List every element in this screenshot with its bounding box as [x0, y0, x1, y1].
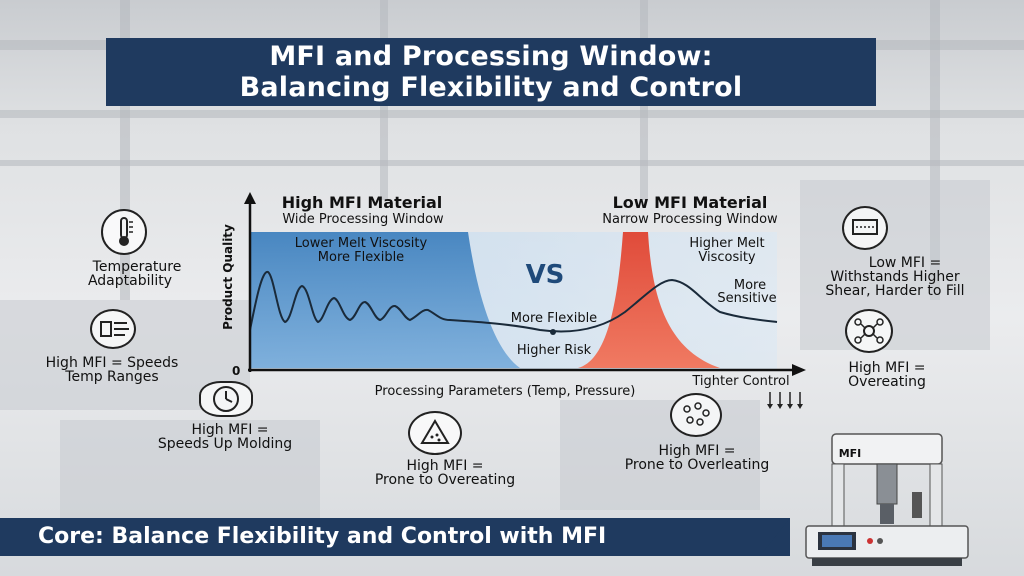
callout-lowmfi-3: Shear, Harder to Fill: [825, 283, 965, 299]
vs-label: VS: [525, 260, 565, 290]
balance-point: [550, 329, 556, 335]
speed-lines-icon: [90, 309, 136, 349]
callout-overeat-2: Overeating: [848, 374, 926, 390]
control-note: Tighter Control: [692, 374, 790, 389]
callout-overleat-1: High MFI =: [658, 443, 736, 459]
clock-icon: [199, 381, 253, 417]
callout-lowmfi-1: Low MFI =: [868, 255, 942, 271]
right-header: Low MFI Material: [612, 193, 768, 212]
callout-speeds-1: High MFI = Speeds: [45, 355, 179, 371]
footer-banner: Core: Balance Flexibility and Control wi…: [0, 518, 790, 556]
left-subheader: Wide Processing Window: [282, 212, 444, 227]
warning-heat-icon: [408, 411, 462, 455]
title-line-1: MFI and Processing Window:: [269, 41, 713, 72]
risk-note: Higher Risk: [516, 343, 592, 358]
mfi-tester-machine: [805, 433, 969, 566]
machine-label: MFI: [838, 447, 862, 460]
right-note-4: Sensitive: [717, 291, 777, 306]
wide-window-region: [250, 232, 520, 368]
arrows-down-icon: [767, 392, 803, 409]
callout-molding-2: Speeds Up Molding: [157, 436, 293, 452]
callout-temp-1: Temperature: [92, 259, 182, 275]
title-banner: MFI and Processing Window: Balancing Fle…: [106, 38, 876, 106]
callout-speeds-2: Temp Ranges: [65, 369, 159, 385]
callout-lowmfi-2: Withstands Higher: [830, 269, 960, 285]
callout-prone-1: High MFI =: [406, 458, 484, 474]
right-note-3: More: [733, 278, 767, 293]
narrow-window-region: [578, 232, 720, 368]
callout-overeat-1: High MFI =: [848, 360, 926, 376]
right-note-2: Viscosity: [698, 250, 756, 265]
left-note-1: Lower Melt Viscosity: [294, 236, 428, 251]
footer-text: Core: Balance Flexibility and Control wi…: [38, 524, 607, 549]
origin-label: 0: [232, 364, 241, 378]
network-icon: [845, 309, 893, 353]
callout-overleat-2: Prone to Overleating: [624, 457, 770, 473]
right-subheader: Narrow Processing Window: [602, 212, 778, 227]
quality-curve: [249, 271, 778, 333]
left-header: High MFI Material: [281, 193, 443, 212]
x-axis-label: Processing Parameters (Temp, Pressure): [374, 384, 636, 399]
y-axis-arrow: [244, 192, 256, 204]
footer-notch: [760, 518, 790, 556]
flow-chart-icon: [842, 206, 888, 250]
mid-note: More Flexible: [510, 311, 598, 326]
callout-temp-2: Adaptability: [87, 273, 173, 289]
right-note-1: Higher Melt: [689, 236, 765, 251]
x-axis-arrow: [792, 364, 806, 376]
callout-molding-1: High MFI =: [191, 422, 269, 438]
callout-prone-2: Prone to Overeating: [374, 472, 516, 488]
left-note-2: More Flexible: [317, 250, 405, 265]
y-axis-label: Product Quality: [221, 224, 235, 330]
title-line-2: Balancing Flexibility and Control: [239, 72, 743, 103]
particles-icon: [670, 393, 722, 437]
thermometer-icon: [101, 209, 147, 255]
